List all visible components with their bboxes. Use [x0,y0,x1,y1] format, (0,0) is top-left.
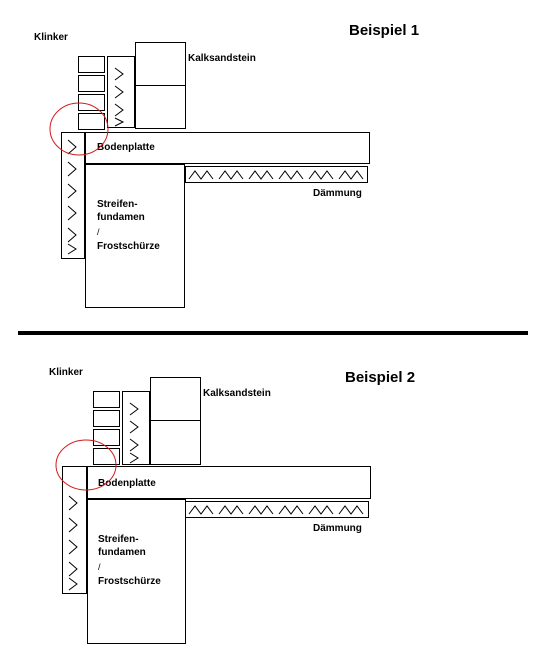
fundament-label-line2: fundamen [98,547,146,558]
klinker-brick [78,113,105,130]
upper-insulation-strip [107,56,135,128]
example-title: Beispiel 1 [349,22,420,39]
fundament-label-line2: fundamen [97,212,145,223]
highlight-circle [55,439,117,491]
fundament-label-line4: Frostschürze [97,241,160,252]
example-1-diagram: Beispiel 1 Klinker Kalksandstein Bodenpl… [0,0,536,330]
bodenplatte-label: Bodenplatte [98,478,156,489]
streifenfundament-block [85,164,185,308]
perimeter-insulation-strip [62,466,87,594]
klinker-label: Klinker [49,367,83,378]
klinker-brick [93,410,120,427]
fundament-label-line1: Streifen- [97,199,138,210]
kalksandstein-block [150,420,201,465]
highlight-circle [49,102,109,156]
example-title: Beispiel 2 [345,369,416,386]
klinker-brick [93,429,120,446]
klinker-brick [93,391,120,408]
klinker-brick [78,56,105,73]
bodenplatte-slab [87,466,371,499]
fundament-label-line1: Streifen- [98,534,139,545]
insulation-hatch [114,67,125,127]
kalksandstein-label: Kalksandstein [203,388,271,399]
bodenplatte-slab [85,132,370,164]
insulation-hatch [129,402,139,464]
bodenplatte-label: Bodenplatte [97,142,155,153]
insulation-hatch [68,495,78,591]
klinker-brick [93,448,120,465]
fundament-label-line3: / [98,562,101,572]
kalksandstein-block [150,377,201,421]
daemmung-hatch [188,170,364,180]
divider-line [18,331,528,335]
kalksandstein-label: Kalksandstein [188,53,256,64]
klinker-brick [78,75,105,92]
fundament-label-line4: Frostschürze [98,576,161,587]
daemmung-label: Dämmung [313,523,362,534]
daemmung-hatch [188,505,364,515]
daemmung-label: Dämmung [313,188,362,199]
kalksandstein-block [135,42,186,86]
fundament-label-line3: / [97,227,100,237]
klinker-brick [78,94,105,111]
kalksandstein-block [135,85,186,129]
example-2-diagram: Beispiel 2 Klinker Kalksandstein Bodenpl… [0,335,536,665]
insulation-hatch [67,139,77,255]
streifenfundament-block [87,499,186,644]
klinker-label: Klinker [34,32,68,43]
